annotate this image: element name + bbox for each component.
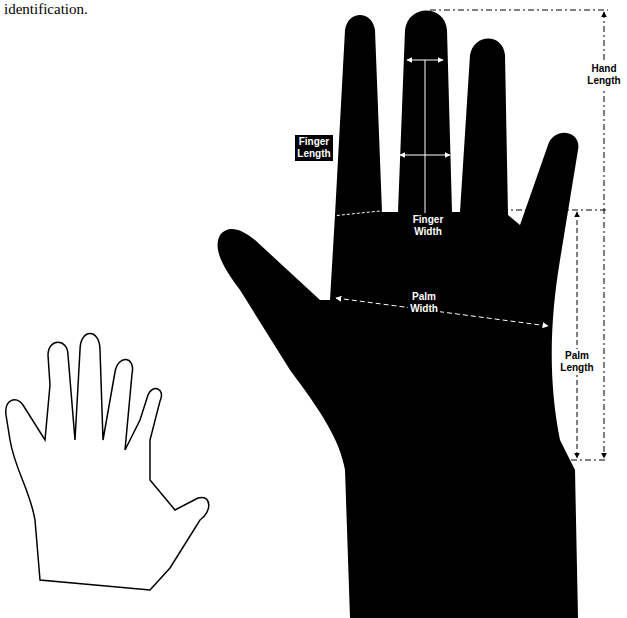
dimension-extension (430, 10, 608, 11)
hand-silhouette (218, 11, 579, 618)
palm-length-label: Palm Length (558, 349, 595, 375)
finger-length-tick (335, 11, 356, 12)
finger-length-label: Finger Length (295, 135, 332, 161)
dimension-extension (460, 210, 608, 211)
palm-width-label: Palm Width (408, 290, 440, 316)
finger-length-line (319, 12, 345, 218)
palm-width-line (336, 298, 548, 326)
hand-outline (6, 334, 209, 591)
finger-width-label: Finger Width (411, 213, 446, 239)
palm-length-line (577, 212, 578, 458)
hand-length-label: Hand Length (585, 62, 622, 88)
finger-length-tick (312, 210, 390, 218)
finger-width-leader (425, 60, 426, 222)
dimension-extension (515, 460, 608, 461)
caption-text: identification. (2, 0, 90, 19)
